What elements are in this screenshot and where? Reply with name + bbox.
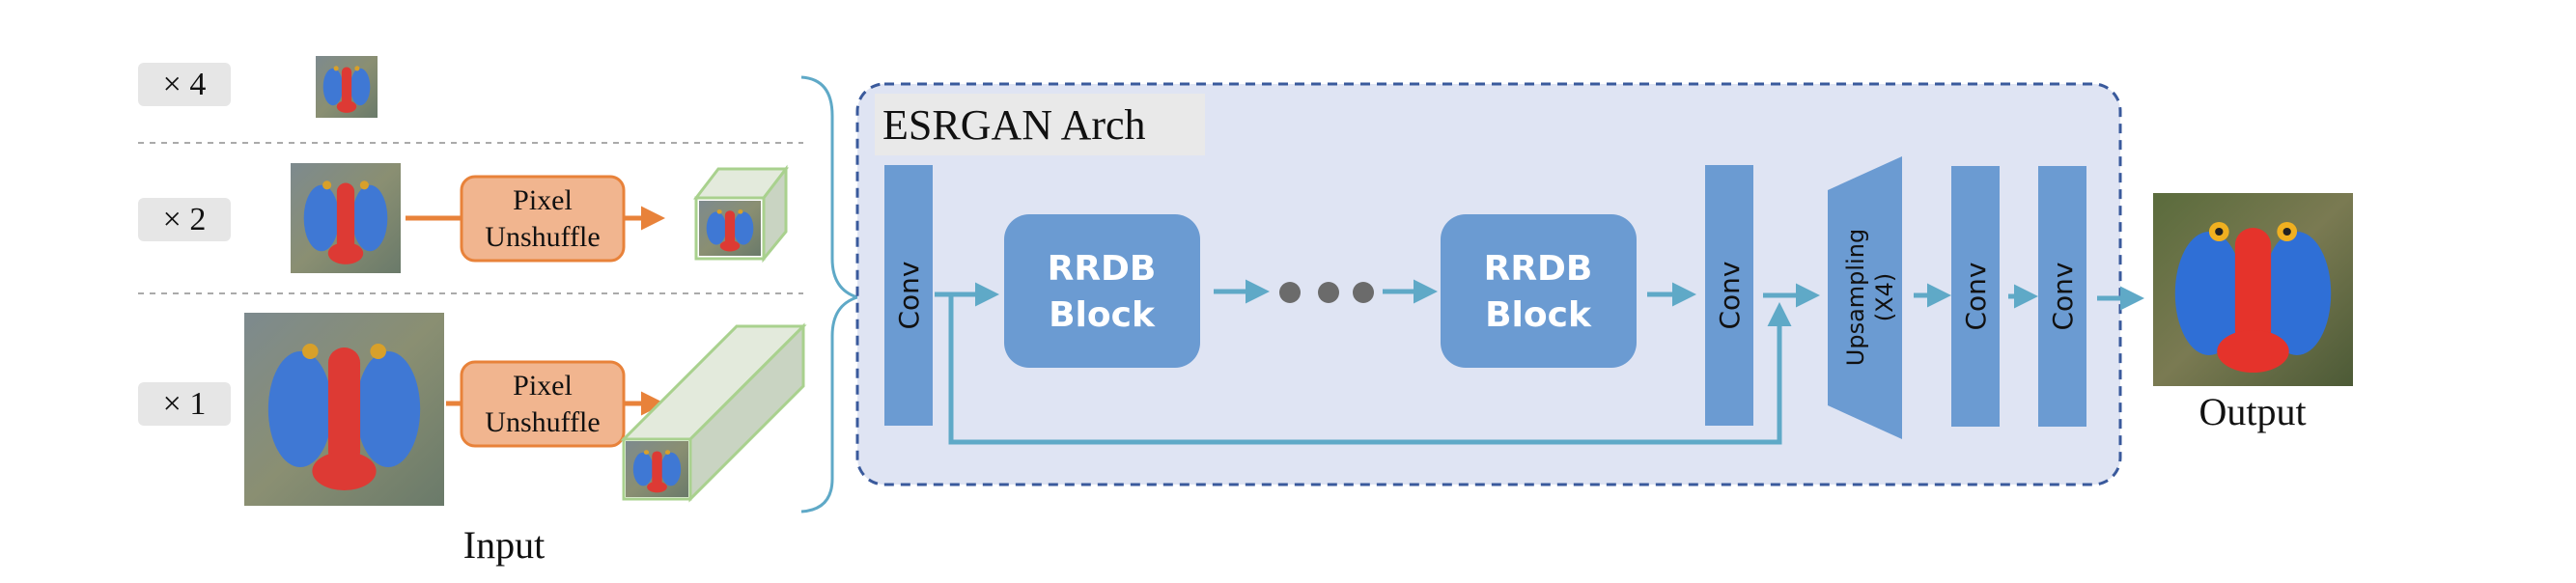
scale-tag-x4 — [138, 63, 231, 106]
input-caption: Input — [463, 523, 545, 567]
arch-title: ESRGAN Arch — [882, 101, 1146, 149]
scale-label-x2: × 2 — [163, 202, 207, 237]
arch-title-bg — [875, 94, 1205, 155]
pixel-unshuffle-x2-line1: Pixel — [513, 184, 573, 216]
upsampling-block — [1828, 156, 1902, 439]
input-brace — [800, 75, 863, 514]
output-caption: Output — [2198, 390, 2306, 433]
ellipsis-dot-1 — [1279, 282, 1301, 303]
conv-body-label: Conv — [1714, 262, 1746, 330]
skip-connection — [948, 295, 1792, 445]
rrdb-block-2-line2: Block — [1485, 295, 1592, 335]
input-image-x4 — [316, 56, 378, 119]
pixel-unshuffle-x1-line1: Pixel — [513, 370, 573, 402]
rrdb-block-2-line1: RRDB — [1484, 249, 1593, 289]
rrdb-block-2 — [1441, 214, 1637, 368]
output-image — [2153, 193, 2353, 386]
rrdb-block-1-line1: RRDB — [1048, 249, 1157, 289]
conv-first-block — [884, 165, 933, 426]
tensor-x2 — [692, 164, 790, 264]
scale-label-x4: × 4 — [163, 67, 207, 102]
rrdb-block-1 — [1004, 214, 1200, 368]
rrdb-block-1-line2: Block — [1049, 295, 1156, 335]
pixel-unshuffle-x2-line2: Unshuffle — [485, 221, 600, 253]
conv-hr-block — [1951, 166, 2000, 427]
scale-label-x1: × 1 — [163, 386, 207, 422]
tensor-x1 — [620, 322, 807, 503]
input-image-x2 — [291, 163, 401, 273]
scale-tag-x2 — [138, 198, 231, 241]
upsampling-label-line2: (X4) — [1871, 273, 1898, 321]
conv-first-label: Conv — [893, 262, 925, 330]
pixel-unshuffle-x1 — [460, 360, 626, 448]
ellipsis-dot-3 — [1353, 282, 1374, 303]
conv-hr-label: Conv — [1960, 263, 1992, 331]
upsampling-label-line1: Upsampling — [1842, 229, 1869, 366]
pixel-unshuffle-x2 — [460, 175, 626, 263]
input-image-x1 — [244, 313, 444, 506]
conv-last-block — [2038, 166, 2086, 427]
ellipsis-dot-2 — [1318, 282, 1339, 303]
pixel-unshuffle-x1-line2: Unshuffle — [485, 406, 600, 438]
conv-last-label: Conv — [2047, 263, 2079, 331]
conv-body-block — [1705, 165, 1753, 426]
scale-tag-x1 — [138, 382, 231, 426]
